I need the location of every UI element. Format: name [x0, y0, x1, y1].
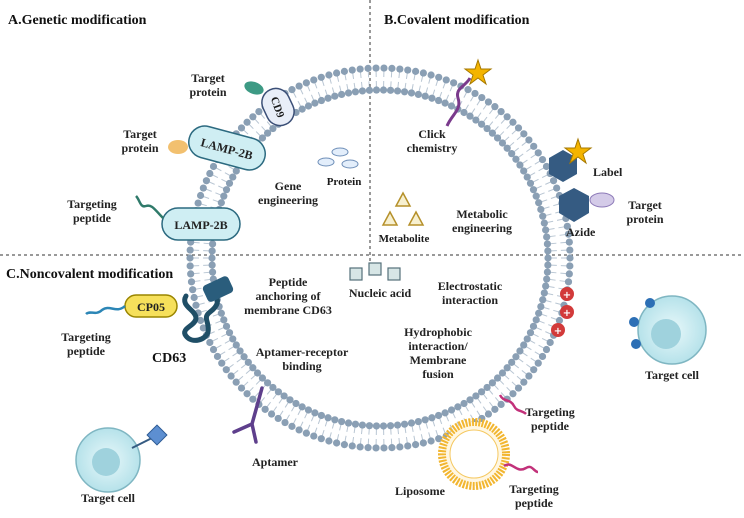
liposome-label: Liposome: [395, 484, 446, 498]
cd63-label: CD63: [152, 351, 186, 366]
lamp2b-protein-1: LAMP-2B: [188, 125, 266, 171]
metabolite-label: Metabolite: [379, 233, 430, 245]
section-noncovalent-title: C.Noncovalent modification: [6, 267, 173, 282]
target-cell-right: [629, 295, 707, 365]
label-star-icon: [563, 137, 593, 165]
label-label: Label: [593, 165, 623, 179]
label-hexagon: [549, 150, 577, 182]
target-cell-label-right: Target cell: [645, 368, 700, 382]
lamp2b-protein-2: LAMP-2B: [161, 207, 241, 241]
click-chemistry-linker: [445, 77, 472, 127]
targeting-peptide-chain-b: [85, 304, 126, 316]
svg-text:+: +: [563, 290, 571, 301]
cd9-protein: CD9: [261, 87, 295, 127]
target-protein-top: [244, 81, 264, 95]
section-covalent-title: B.Covalent modification: [384, 13, 530, 28]
lamp2b-label-2: LAMP-2B: [174, 218, 227, 232]
target-cell-left: [75, 424, 168, 493]
azide-label: Azide: [566, 225, 596, 239]
azide-hexagon: [559, 188, 589, 222]
target-protein-azide: [589, 192, 615, 208]
targeting-peptide-chain-d: [498, 394, 527, 415]
metabolite-group: [381, 191, 425, 226]
target-cell-label-left: Target cell: [81, 491, 136, 505]
nucleic-acid-group: [349, 262, 401, 281]
svg-text:+: +: [563, 308, 571, 319]
protein-group: [317, 147, 359, 169]
nucleic-acid-label: Nucleic acid: [349, 286, 412, 300]
target-protein-left: [168, 140, 188, 154]
cp05-label: CP05: [137, 300, 165, 314]
section-genetic-title: A.Genetic modification: [8, 13, 147, 28]
svg-text:+: +: [554, 326, 562, 337]
liposome: [438, 418, 510, 490]
targeting-peptide-chain-c: [503, 463, 539, 474]
cd63-head: [202, 276, 234, 302]
cd63-protein: [182, 291, 220, 343]
protein-label: Protein: [327, 176, 362, 188]
aptamer-shape: [232, 386, 264, 444]
exosome-membrane: [186, 64, 574, 452]
star-icon: [463, 58, 493, 86]
aptamer-label: Aptamer: [252, 455, 299, 469]
positive-charges: + + +: [551, 287, 574, 337]
targeting-peptide-chain-a: [135, 195, 164, 219]
